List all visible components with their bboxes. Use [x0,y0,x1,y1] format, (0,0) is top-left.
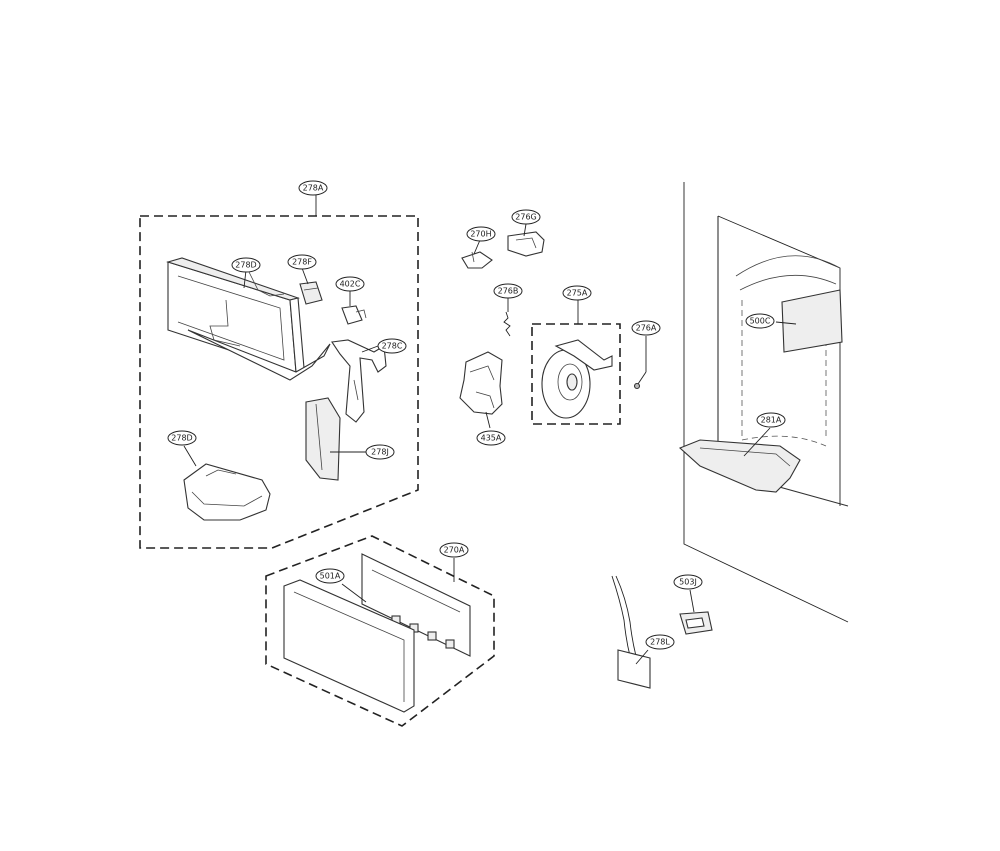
callout-label: 270A [444,546,465,555]
callout-label: 278J [371,448,389,457]
callout-label: 278C [382,342,403,351]
callout: 276G [511,209,541,225]
callout-label: 278L [650,638,670,647]
control-board-part [361,553,471,657]
callout-label: 281A [761,416,782,425]
callout-label: 275A [567,289,588,298]
dispenser-lever-part [331,339,387,423]
callout: 270A [439,542,469,558]
lever-cover-part [305,397,341,481]
callout: 503J [673,574,703,590]
callout: 278D [167,430,197,446]
funnel-housing-part [166,257,331,381]
callout: 276A [631,320,661,336]
callout: 281A [756,412,786,428]
callout: 278C [377,338,407,354]
callout-label: 270H [470,230,491,239]
callout: 270H [466,226,496,242]
dispenser-panel-part [781,289,843,353]
solenoid-part [459,351,503,415]
screw-part [633,371,647,390]
callout: 501A [315,568,345,584]
callout-label: 503J [679,578,697,587]
callout: 402C [335,276,365,292]
callout: 278A [298,180,328,196]
auger-motor-part [541,339,613,419]
callout: 276B [493,283,523,299]
control-cover-part [283,579,415,713]
wire-harness-part [611,575,651,689]
callout-label: 402C [340,280,361,289]
bracket-part [507,231,545,257]
callout-label: 278D [171,434,192,443]
callout-label: 278F [292,258,312,267]
control-box-frame [265,535,495,727]
callout-label: 276B [498,287,519,296]
callout-label: 276G [515,213,536,222]
callout-label: 278D [235,261,256,270]
small-bracket-part [299,281,323,305]
callout-label: 278A [303,184,324,193]
dispenser-assembly-frame [139,215,419,549]
drip-tray-part [183,463,271,521]
door-outline [683,182,849,623]
drain-tray-part [678,439,801,493]
callout: 435A [476,430,506,446]
callout: 278J [365,444,395,460]
callout: 278D [231,257,261,273]
callout: 278F [287,254,317,270]
callout: 278L [645,634,675,650]
callout-label: 500C [750,317,771,326]
callout-label: 276A [636,324,657,333]
callout-label: 435A [481,434,502,443]
callout: 275A [562,285,592,301]
motor-assembly-frame [531,323,621,425]
callout-label: 501A [320,572,341,581]
switch-part [341,305,367,325]
hinge-part [461,251,493,269]
connector-part [679,611,713,635]
spring-part [503,311,511,337]
callout: 500C [745,313,775,329]
